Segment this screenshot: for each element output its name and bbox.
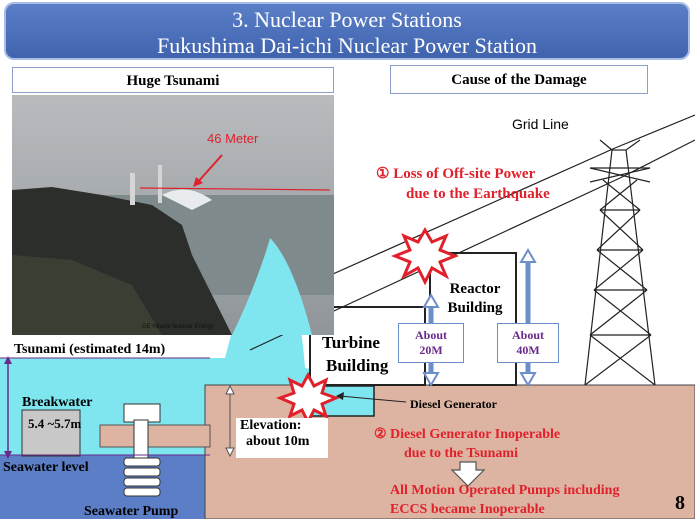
loss-power-line2: due to the Earthquake <box>406 186 550 203</box>
about-40m-line1: About <box>498 328 558 343</box>
reactor-building-line1: Reactor <box>438 281 512 298</box>
turbine-building-line1: Turbine <box>322 333 380 353</box>
elevation-line2: about 10m <box>246 434 328 450</box>
pump-platform <box>100 425 210 447</box>
breakwater-height-label: 5.4 ~5.7m <box>28 416 81 432</box>
turbine-building-line2: Building <box>326 356 388 376</box>
about-20m-box: About 20M <box>398 323 464 363</box>
dg-inoperable-line2: due to the Tsunami <box>404 446 518 462</box>
loss-power-line1: ① Loss of Off-site Power <box>376 164 535 183</box>
tsunami-photo: 46 Meter GE Hitachi Nuclear Energy <box>12 95 334 335</box>
pumps-inoperable-line1: All Motion Operated Pumps including <box>390 483 619 499</box>
page-number: 8 <box>675 492 685 515</box>
about-20m-line2: 20M <box>399 343 463 358</box>
reactor-building-line2: Building <box>436 300 514 317</box>
photo-credit: GE Hitachi Nuclear Energy <box>142 324 214 330</box>
diesel-generator-label: Diesel Generator <box>410 397 497 412</box>
elevation-box: Elevation: about 10m <box>236 418 328 458</box>
dg-inoperable-line1: ② Diesel Generator Inoperable <box>374 426 560 443</box>
transmission-tower <box>585 140 655 385</box>
grid-line-label: Grid Line <box>512 116 569 132</box>
about-40m-line2: 40M <box>498 343 558 358</box>
seawater-pump-shaft <box>134 420 148 460</box>
seawater-pump-label: Seawater Pump <box>84 504 178 520</box>
huge-tsunami-label: Huge Tsunami <box>12 67 334 93</box>
cause-of-damage-label: Cause of the Damage <box>390 65 648 94</box>
height-46m-label: 46 Meter <box>207 131 258 146</box>
earthquake-burst-icon <box>395 230 455 282</box>
seawater-pump-head <box>124 404 160 422</box>
seawater-level-label: Seawater level <box>3 460 89 476</box>
about-20m-line1: About <box>399 328 463 343</box>
pumps-inoperable-line2: ECCS became Inoperable <box>390 502 545 518</box>
about-40m-box: About 40M <box>497 323 559 363</box>
breakwater-label: Breakwater <box>22 395 93 411</box>
elevation-line1: Elevation: <box>240 418 328 434</box>
tsunami-estimate-label: Tsunami (estimated 14m) <box>14 342 165 358</box>
